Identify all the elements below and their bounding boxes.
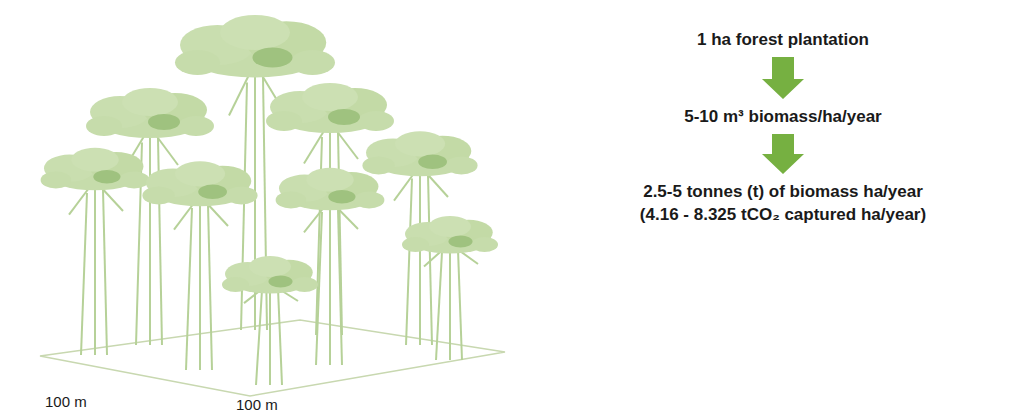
- block-arrow: [762, 57, 804, 99]
- flow-step: 5-10 m³ biomass/ha/year: [678, 103, 887, 130]
- step-text: 1 ha forest plantation: [697, 28, 869, 51]
- flow-step: 1 ha forest plantation: [691, 26, 875, 53]
- step-text: (4.16 - 8.325 tCO₂ captured ha/year): [640, 203, 926, 226]
- flow-step: 2.5-5 tonnes (t) of biomass ha/year(4.16…: [634, 178, 932, 228]
- block-arrow: [762, 134, 804, 174]
- trees: [41, 15, 498, 385]
- step-text: 5-10 m³ biomass/ha/year: [684, 105, 881, 128]
- step-text: 2.5-5 tonnes (t) of biomass ha/year: [640, 180, 926, 203]
- dimension-label: 100 m: [236, 396, 278, 413]
- dimension-label: 100 m: [45, 393, 87, 410]
